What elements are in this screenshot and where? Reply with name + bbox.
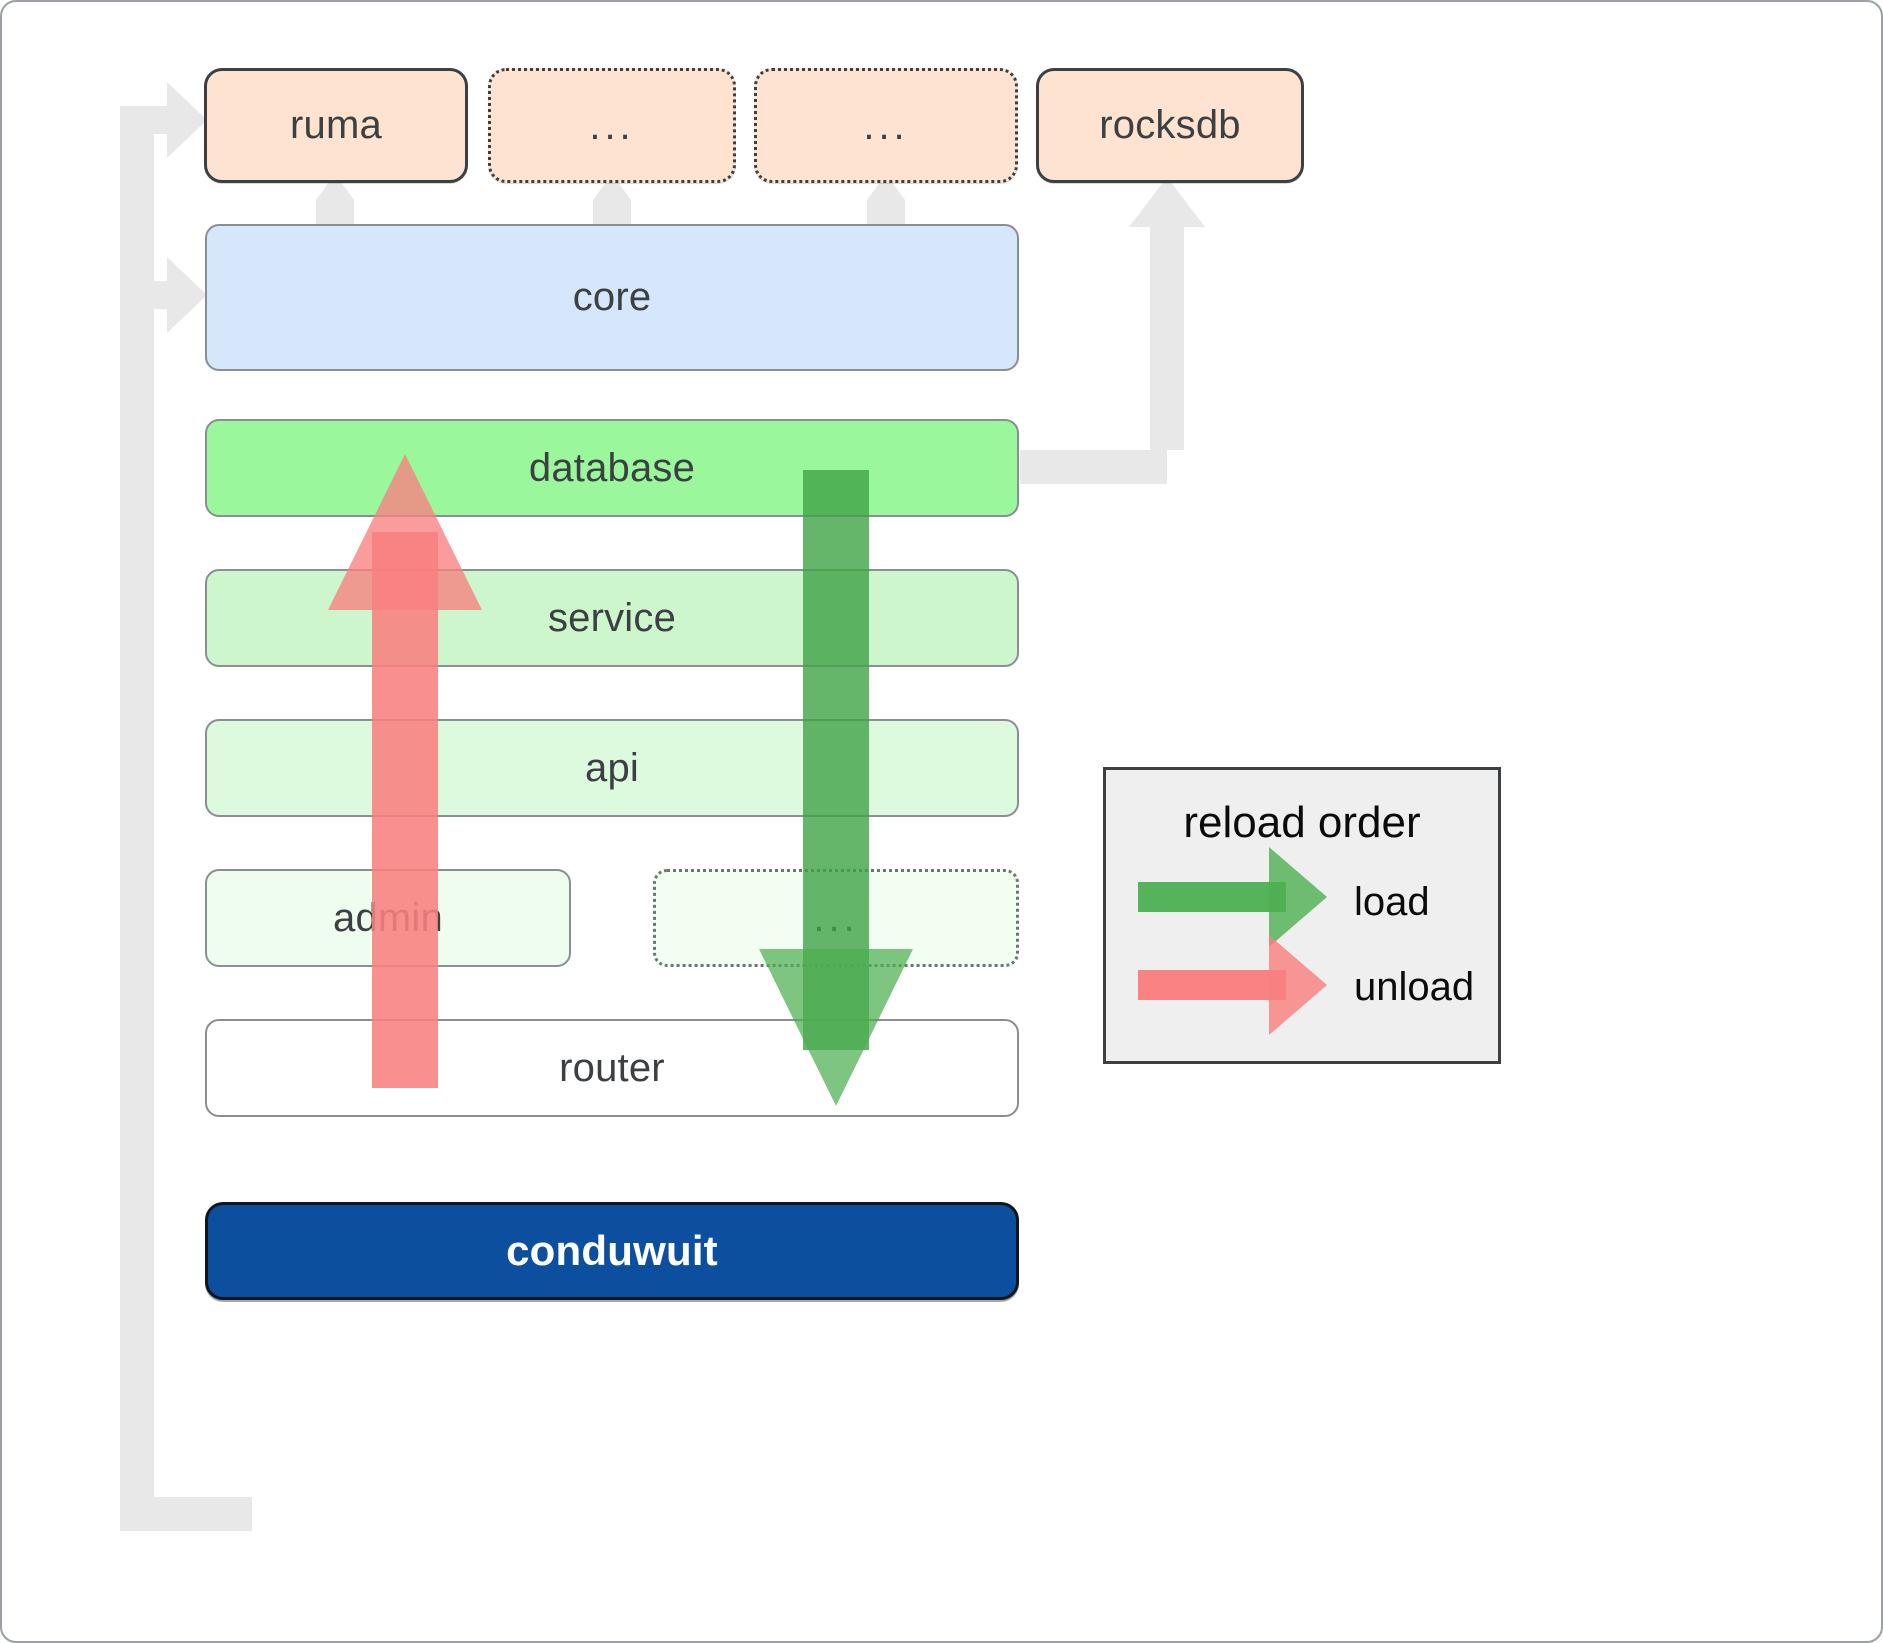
layer-box-core[interactable]: core <box>205 224 1019 371</box>
connector-arrow-rocksdb-head <box>1129 177 1205 227</box>
connector-arrow-core-to-depb <box>867 174 905 228</box>
legend-unload-arrow-icon <box>1138 935 1327 1035</box>
legend-load-arrow-icon <box>1138 847 1327 947</box>
connector-db-to-rocksdb-riser <box>1150 217 1184 450</box>
legend-load-shaft <box>1138 882 1286 912</box>
unload-arrow-shaft <box>372 532 438 1088</box>
legend-label-load: load <box>1354 880 1430 924</box>
connector-arrow-ruma-head <box>120 82 207 158</box>
connector-arrow-core-head <box>120 257 207 333</box>
legend-title: reload order <box>1183 798 1421 847</box>
legend-unload-head <box>1269 935 1327 1035</box>
connector-conduwuit-stub <box>120 1497 252 1531</box>
connector-arrow-core-to-depa <box>593 174 631 228</box>
unload-arrow-head <box>328 454 482 610</box>
load-flow-arrow <box>759 470 913 1106</box>
legend-label-unload: unload <box>1354 965 1475 1009</box>
unload-flow-arrow <box>328 454 482 1088</box>
load-arrow-head <box>759 949 913 1106</box>
legend-load-head <box>1269 847 1327 947</box>
connector-db-to-rocksdb <box>1020 450 1167 484</box>
layer-box-database[interactable]: database <box>205 419 1019 517</box>
legend-unload-shaft <box>1138 970 1286 1000</box>
connector-arrow-core-to-ruma <box>316 174 354 228</box>
connector-trunk-left <box>120 132 154 1522</box>
connector-group <box>120 82 1205 1531</box>
